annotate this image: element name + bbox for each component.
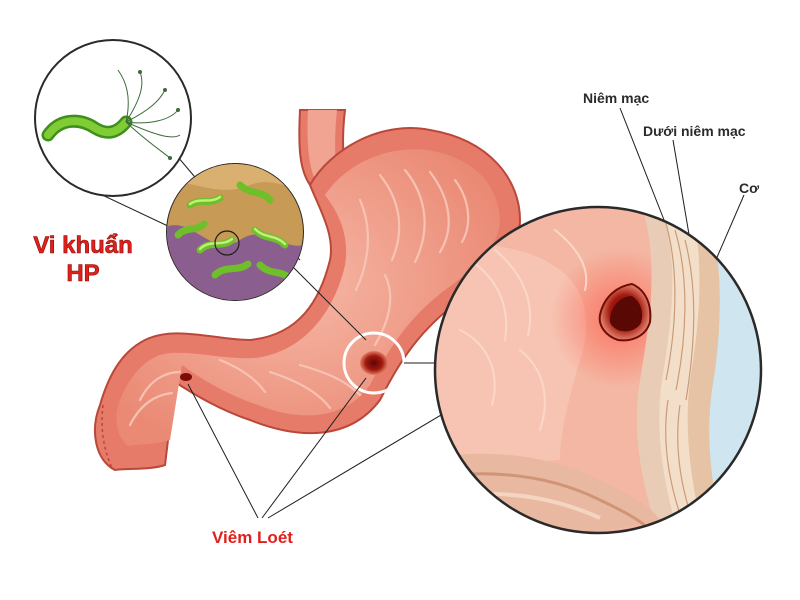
label-muscle: Cơ bbox=[739, 180, 760, 196]
microscope-view bbox=[166, 163, 304, 301]
label-hp-bacteria: Vi khuẩn HP bbox=[33, 232, 133, 288]
label-mucosa: Niêm mạc bbox=[583, 90, 650, 106]
label-submucosa: Dưới niêm mạc bbox=[643, 123, 746, 139]
bacterium-magnifier bbox=[34, 39, 192, 197]
duodenum-ulcer bbox=[180, 373, 192, 381]
stomach bbox=[94, 109, 522, 472]
stomach-ulcer bbox=[360, 351, 388, 375]
label-ulcer: Viêm Loét bbox=[212, 528, 293, 547]
